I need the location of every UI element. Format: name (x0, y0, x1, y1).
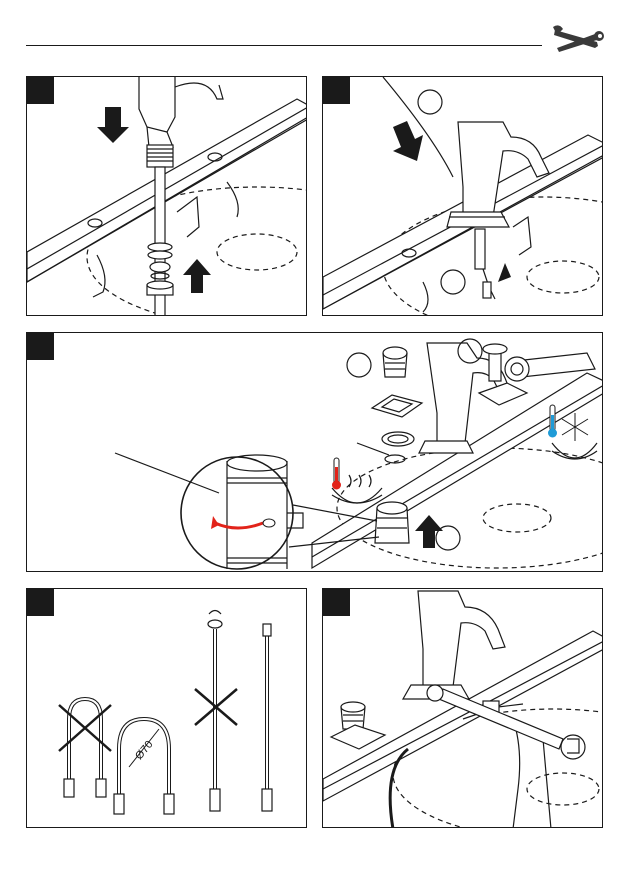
hose-bending-illustration: Ø70 (27, 589, 307, 828)
step-panel-2 (322, 76, 603, 316)
wrench-screwdriver-icon (551, 24, 605, 54)
step-panel-5 (322, 588, 603, 828)
faucet-placement-illustration (323, 77, 603, 316)
faucet-mounting-illustration (27, 77, 307, 316)
bend-diameter-label: Ø70 (133, 739, 156, 763)
step-panel-4: Ø70 (26, 588, 307, 828)
step-panel-1 (26, 76, 307, 316)
header-rule (26, 45, 542, 46)
cartridge-check-illustration (27, 333, 603, 572)
step-panel-3 (26, 332, 603, 572)
hose-connection-illustration (323, 589, 603, 828)
